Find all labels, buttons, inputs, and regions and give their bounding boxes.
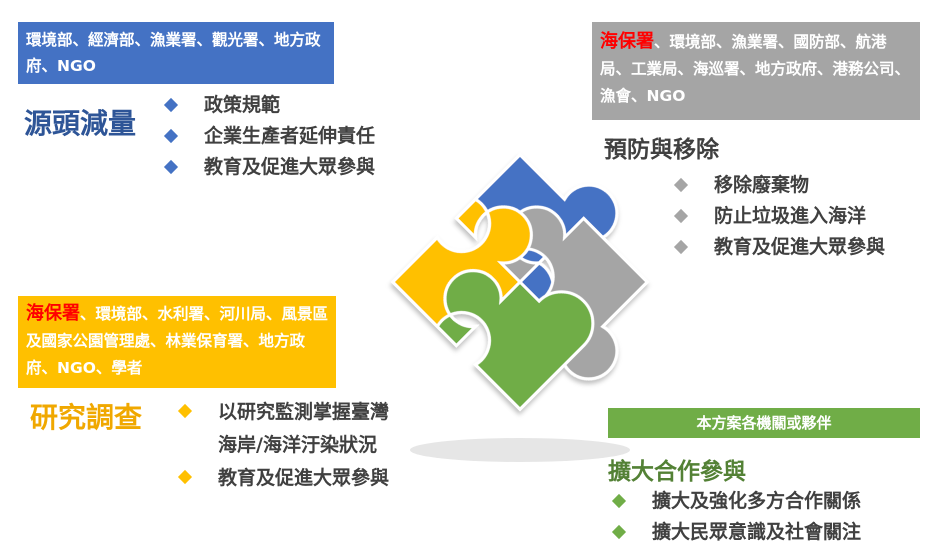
list-item: 政策規範 <box>162 90 375 121</box>
list-item-continuation: 海岸/海洋汙染狀況 <box>218 434 377 456</box>
blue-agency-text: 環境部、經濟部、漁業署、觀光署、地方政府、NGO <box>26 31 321 75</box>
puzzle-floor-shadow <box>410 438 630 462</box>
list-item: 以研究監測掌握臺灣 <box>176 396 389 429</box>
source-reduction-heading: 源頭減量 <box>24 107 137 140</box>
list-item: 移除廢棄物 <box>672 170 885 201</box>
yellow-agency-text: 、環境部、水利署、河川局、風景區及國家公園管理處、林業保育署、地方政府、NGO、… <box>26 305 329 377</box>
gray-agency-box: 海保署、環境部、漁業署、國防部、航港局、工業局、海巡署、地方政府、港務公司、漁會… <box>592 22 920 120</box>
research-survey-heading: 研究調查 <box>30 401 143 434</box>
prevention-removal-heading: 預防與移除 <box>604 137 719 163</box>
diamond-bullet-icon <box>611 493 627 509</box>
list-item: 教育及促進大眾參與 <box>672 232 885 263</box>
list-item: 擴大及強化多方合作關係 <box>610 486 861 517</box>
list-item: 企業生產者延伸責任 <box>162 121 375 152</box>
puzzle-piece-green-shape <box>435 269 595 412</box>
diamond-bullet-icon <box>163 159 179 175</box>
source-reduction-list: 政策規範 企業生產者延伸責任 教育及促進大眾參與 <box>162 90 375 183</box>
blue-agency-box: 環境部、經濟部、漁業署、觀光署、地方政府、NGO <box>18 22 334 84</box>
diamond-bullet-icon <box>163 128 179 144</box>
diamond-bullet-icon <box>177 403 193 419</box>
list-item: 教育及促進大眾參與 <box>176 462 389 495</box>
green-agency-box: 本方案各機關或夥伴 <box>608 408 920 438</box>
diamond-bullet-icon <box>611 524 627 540</box>
list-item: 教育及促進大眾參與 <box>162 152 375 183</box>
expand-participation-list: 擴大及強化多方合作關係 擴大民眾意識及社會關注 <box>610 486 861 548</box>
research-survey-list: 以研究監測掌握臺灣 海岸/海洋汙染狀況 教育及促進大眾參與 <box>176 396 389 495</box>
yellow-agency-box: 海保署、環境部、水利署、河川局、風景區及國家公園管理處、林業保育署、地方政府、N… <box>18 296 336 388</box>
gray-agency-text: 、環境部、漁業署、國防部、航港局、工業局、海巡署、地方政府、港務公司、漁會、NG… <box>600 33 911 105</box>
diamond-bullet-icon <box>163 97 179 113</box>
gray-lead-agency: 海保署 <box>600 31 654 52</box>
green-agency-text: 本方案各機關或夥伴 <box>696 414 832 432</box>
yellow-lead-agency: 海保署 <box>26 303 80 324</box>
list-item: 擴大民眾意識及社會關注 <box>610 517 861 548</box>
prevention-removal-list: 移除廢棄物 防止垃圾進入海洋 教育及促進大眾參與 <box>672 170 885 263</box>
expand-participation-heading: 擴大合作參與 <box>608 459 746 485</box>
list-item: 防止垃圾進入海洋 <box>672 201 885 232</box>
jigsaw-puzzle-icon <box>390 152 650 462</box>
diamond-bullet-icon <box>177 469 193 485</box>
